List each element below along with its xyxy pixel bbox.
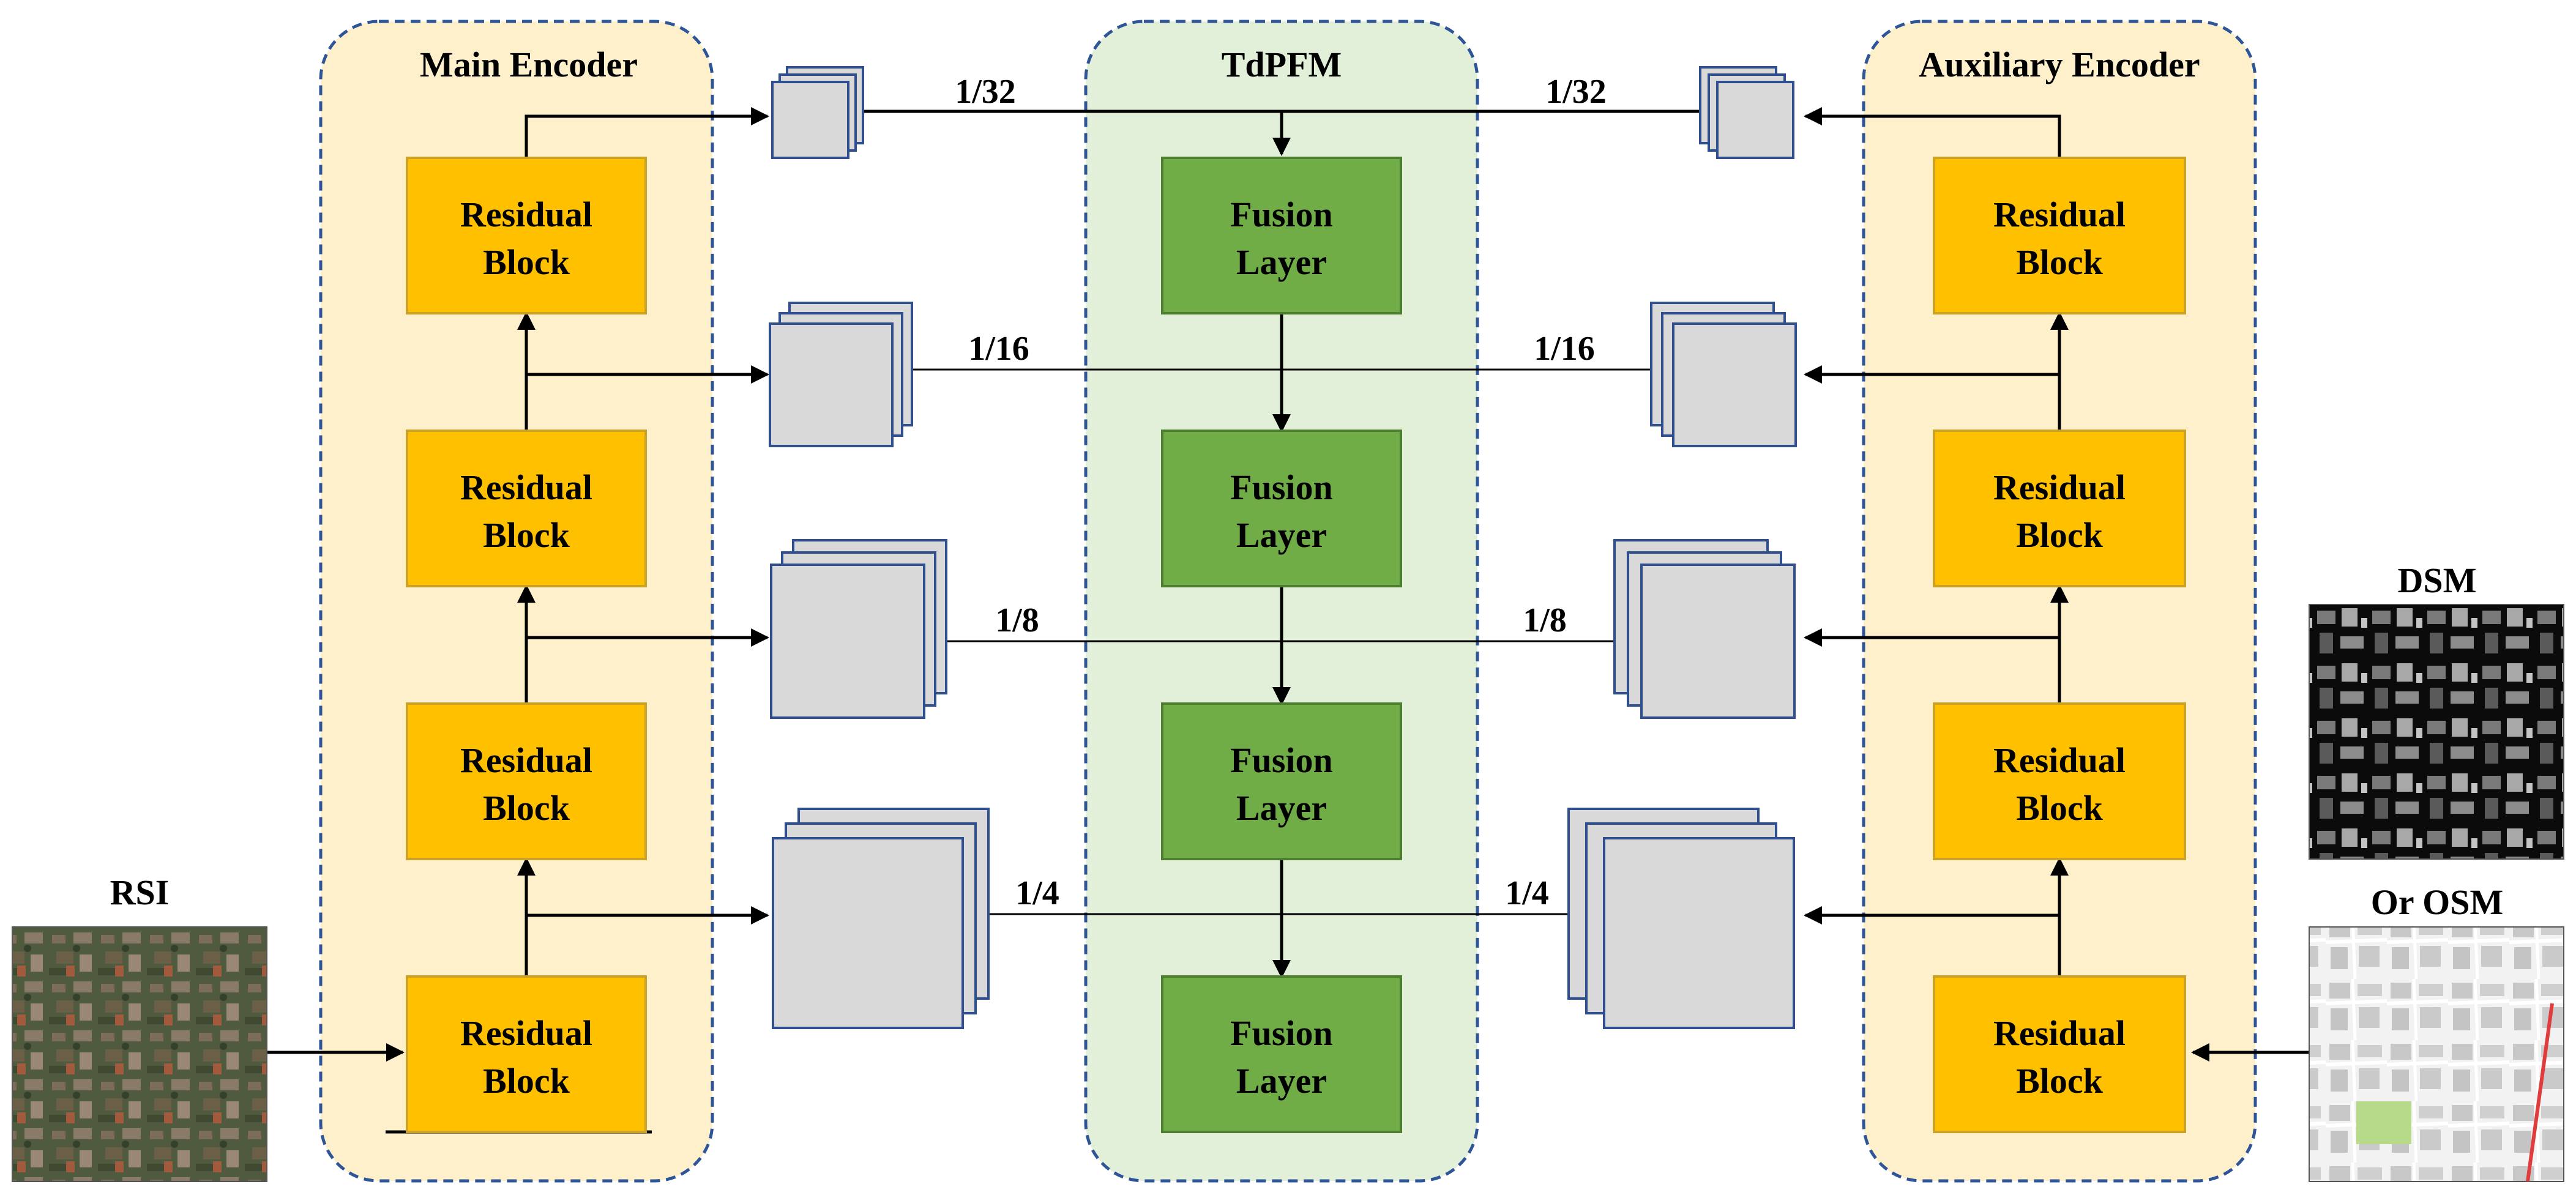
main-residual-block-4: Residual Block [406, 975, 647, 1133]
svg-text:Block: Block [2016, 788, 2104, 828]
fusion-layers: Fusion Layer Fusion Layer Fusion Layer F… [1161, 157, 1402, 1133]
svg-text:Layer: Layer [1236, 242, 1327, 282]
svg-text:Fusion: Fusion [1230, 467, 1333, 507]
main-encoder-title: Main Encoder [420, 45, 638, 84]
main-feature-maps [769, 66, 990, 1029]
svg-text:Residual: Residual [1993, 740, 2126, 780]
aux-encoder-connections [1804, 107, 2309, 1062]
svg-text:Fusion: Fusion [1230, 740, 1333, 780]
scale-label-left-4: 1/4 [1015, 874, 1059, 912]
svg-text:Layer: Layer [1236, 515, 1327, 555]
svg-text:Residual: Residual [460, 1013, 592, 1053]
scale-label-left-16: 1/16 [968, 330, 1029, 368]
main-feature-map-16 [769, 302, 913, 447]
tdpfm-title: TdPFM [1222, 45, 1342, 84]
aux-residual-blocks: Residual Block Residual Block Residual B… [1933, 157, 2186, 1133]
fusion-layer-1: Fusion Layer [1161, 157, 1402, 314]
svg-text:Block: Block [483, 242, 570, 282]
svg-text:Block: Block [483, 788, 570, 828]
aux-feature-map-8 [1613, 539, 1796, 719]
aux-residual-block-3: Residual Block [1933, 702, 2186, 860]
dsm-image [2309, 604, 2564, 860]
svg-text:Block: Block [2016, 515, 2104, 555]
osm-road-highlight [2526, 1003, 2554, 1182]
scale-label-right-16: 1/16 [1534, 330, 1595, 368]
main-feature-map-8 [770, 539, 947, 719]
main-residual-block-1: Residual Block [406, 157, 647, 314]
main-feature-map-4 [772, 808, 990, 1029]
scale-label-left-32: 1/32 [955, 73, 1016, 111]
scale-label-right-4: 1/4 [1505, 874, 1549, 912]
scale-labels: 1/32 1/32 1/16 1/16 1/8 1/8 1/4 1/4 [955, 73, 1607, 912]
svg-text:Block: Block [483, 1061, 570, 1101]
main-residual-blocks: Residual Block Residual Block Residual B… [406, 157, 647, 1133]
svg-text:Residual: Residual [1993, 195, 2126, 234]
fusion-layer-2: Fusion Layer [1161, 430, 1402, 587]
aux-residual-block-1: Residual Block [1933, 157, 2186, 314]
svg-text:Layer: Layer [1236, 1061, 1327, 1101]
rsi-label: RSI [110, 872, 170, 912]
scale-label-right-8: 1/8 [1523, 601, 1567, 639]
aux-feature-maps [1567, 66, 1797, 1029]
dsm-label: DSM [2398, 560, 2477, 600]
svg-text:Block: Block [483, 515, 570, 555]
fusion-layer-4: Fusion Layer [1161, 975, 1402, 1133]
main-feature-map-32 [771, 66, 864, 159]
aux-feature-map-16 [1650, 302, 1797, 447]
aux-residual-block-2: Residual Block [1933, 430, 2186, 587]
svg-text:Residual: Residual [460, 195, 592, 234]
osm-park [2356, 1101, 2411, 1144]
main-residual-block-3: Residual Block [406, 702, 647, 860]
svg-text:Layer: Layer [1236, 788, 1327, 828]
svg-text:Residual: Residual [1993, 1013, 2126, 1053]
osm-label: Or OSM [2371, 882, 2503, 922]
aux-feature-map-32 [1699, 66, 1794, 159]
fusion-layer-3: Fusion Layer [1161, 702, 1402, 860]
svg-text:Fusion: Fusion [1230, 195, 1333, 234]
aux-residual-block-4: Residual Block [1933, 975, 2186, 1133]
svg-text:Residual: Residual [1993, 467, 2126, 507]
svg-text:Residual: Residual [460, 740, 592, 780]
svg-text:Residual: Residual [460, 467, 592, 507]
aux-feature-map-4 [1567, 808, 1795, 1029]
svg-text:Fusion: Fusion [1230, 1013, 1333, 1053]
scale-label-left-8: 1/8 [995, 601, 1039, 639]
scale-label-right-32: 1/32 [1545, 73, 1607, 111]
osm-image [2309, 926, 2564, 1182]
svg-text:Block: Block [2016, 242, 2104, 282]
svg-text:Block: Block [2016, 1061, 2104, 1101]
main-residual-block-2: Residual Block [406, 430, 647, 587]
aux-encoder-title: Auxiliary Encoder [1919, 45, 2200, 84]
rsi-image [12, 926, 267, 1182]
